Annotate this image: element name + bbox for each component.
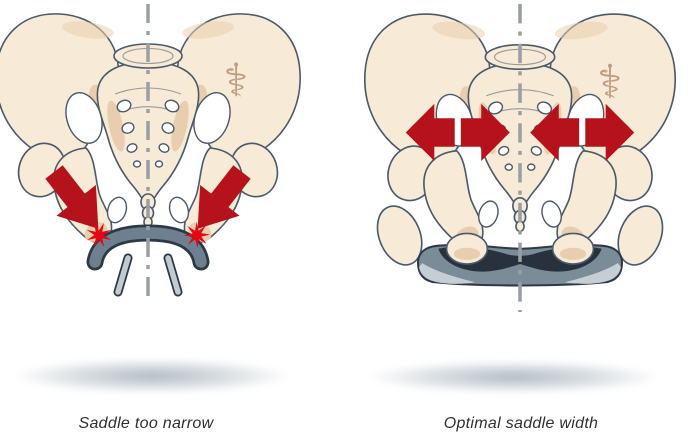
femur-right [617,205,664,266]
narrow-saddle [86,224,210,297]
optimal-saddle-illustration [344,3,688,312]
femur-left [376,205,423,266]
caption-optimal: Optimal saddle width [443,415,599,432]
figure-panel-narrow: ⚕ [0,4,344,432]
ground-shadow [12,358,292,394]
figure-panel-optimal: Optimal saddle width [344,0,688,445]
caption-narrow: Saddle too narrow [78,415,214,432]
ground-shadow [366,360,662,394]
narrow-saddle-illustration: ⚕ [0,4,344,302]
